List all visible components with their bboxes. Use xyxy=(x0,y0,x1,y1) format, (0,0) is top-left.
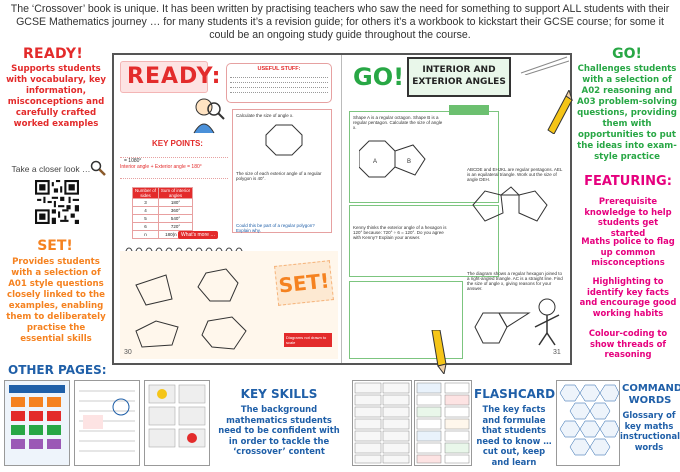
featuring-item: Prerequisite knowledge to help students … xyxy=(584,196,672,238)
table-cell: n xyxy=(132,230,159,239)
go-text: Challenges students with a selection of … xyxy=(576,64,678,162)
table-cell: 5 xyxy=(132,214,159,223)
command-words-text: Glossary of key maths instructional word… xyxy=(620,410,680,452)
key-skills-thumb[interactable] xyxy=(4,380,70,466)
featuring-heading: FEATURING: xyxy=(584,174,672,189)
table-cell: 720° xyxy=(158,222,193,231)
table-cell: 180° xyxy=(158,198,193,207)
table-header: Sum of interior angles xyxy=(158,187,193,199)
featuring-item: Colour-coding to show threads of reasoni… xyxy=(588,328,668,359)
binder-rings xyxy=(520,56,569,75)
go-q4: The diagram shows a regular hexagon join… xyxy=(467,271,563,291)
set-sticky-note: SET! xyxy=(274,260,334,306)
command-words-heading: COMMAND WORDS xyxy=(622,383,680,406)
key-points-title: KEY POINTS: xyxy=(152,139,203,148)
go-q3: Kenny thinks the exterior angle of a hex… xyxy=(353,225,447,240)
flashcards-thumb[interactable] xyxy=(352,380,412,466)
worked-q2: The size of each exterior angle of a reg… xyxy=(236,171,322,181)
right-page-number: 31 xyxy=(553,349,561,356)
flashcards-thumb-art xyxy=(416,382,470,464)
pencil-icon xyxy=(431,330,447,374)
go-question-box xyxy=(349,281,463,359)
diagram-not-to-scale-note: Diagrams not drawn to scale xyxy=(284,333,332,347)
flashcards-thumb[interactable] xyxy=(414,380,472,466)
go-hint-tag xyxy=(449,105,489,115)
topic-banner-label: INTERIOR AND EXTERIOR ANGLES xyxy=(412,65,506,87)
octagon-diagram xyxy=(265,124,303,156)
table-header: Number of sides xyxy=(132,187,159,199)
key-skills-thumb-art xyxy=(9,385,65,449)
table-cell: 3 xyxy=(132,198,159,207)
set-shapes xyxy=(135,268,247,350)
command-words-thumb[interactable] xyxy=(556,380,620,466)
go-banner-label: GO! xyxy=(353,63,405,91)
ready-text: Supports students with vocabulary, key i… xyxy=(6,64,106,129)
pentagon-pair-diagram xyxy=(472,186,548,222)
set-text: Provides students with a selection of A0… xyxy=(6,257,106,344)
whats-more-tag: What's more … xyxy=(178,231,219,239)
left-page-number: 30 xyxy=(124,349,132,356)
go-q1: Shape A is a regular octagon. Shape B is… xyxy=(353,115,443,130)
sample-page-thumb[interactable] xyxy=(74,380,140,466)
book-spread: READY: USEFUL STUFF: KEY POINTS: = 1080°… xyxy=(112,53,572,365)
left-page: READY: USEFUL STUFF: KEY POINTS: = 1080°… xyxy=(114,55,342,363)
thinking-cartoon xyxy=(534,298,560,346)
other-pages-heading: OTHER PAGES: xyxy=(8,363,107,377)
go-heading: GO! xyxy=(612,46,642,62)
flashcards-heading: FLASHCARDS xyxy=(474,387,564,401)
go-question-box xyxy=(349,111,499,203)
sample-page-thumb[interactable] xyxy=(144,380,210,466)
key-points-list: = 1080° Interior angle + Exterior angle … xyxy=(120,149,228,179)
intro-text: The ‘Crossover’ book is unique. It has b… xyxy=(10,3,670,41)
go-q2: ABCDE and EHJKL are regular pentagons. A… xyxy=(467,167,563,182)
worked-q1: Calculate the size of angle x. xyxy=(236,113,294,118)
notebook-spiral xyxy=(125,247,243,253)
ready-heading: READY! xyxy=(22,46,84,62)
table-cell: 360° xyxy=(158,206,193,215)
table-cell: 4 xyxy=(132,206,159,215)
svg-text:B: B xyxy=(407,159,411,165)
hexagon-triangle-diagram xyxy=(474,312,531,344)
key-skills-heading: KEY SKILLS xyxy=(240,387,318,401)
set-sticky-label: SET! xyxy=(277,268,331,298)
go-question-box xyxy=(349,205,499,277)
kp-exterior: Interior angle + Exterior angle = 180° xyxy=(120,164,202,170)
useful-stuff-box: USEFUL STUFF: xyxy=(226,63,332,103)
flashcards-thumb-art xyxy=(354,382,410,464)
pencil-icon xyxy=(547,90,573,134)
kp-octagon-sum: = 1080° xyxy=(124,158,142,164)
topic-banner: INTERIOR AND EXTERIOR ANGLES xyxy=(407,57,511,97)
table-cell: 540° xyxy=(158,214,193,223)
featuring-item: Maths police to flag up common misconcep… xyxy=(581,236,675,267)
worked-q3: Could this be part of a regular polygon?… xyxy=(236,223,315,233)
closer-look-label: Take a closer look … xyxy=(11,164,91,174)
worked-example-frame xyxy=(232,109,332,233)
sample-page-thumb-art xyxy=(79,390,135,452)
magnifier-icon xyxy=(90,160,106,176)
command-words-thumb-art xyxy=(559,384,620,456)
qr-code-icon[interactable] xyxy=(35,180,79,224)
useful-stuff-title: USEFUL STUFF: xyxy=(257,66,301,72)
polygon-angle-table: Number of sides Sum of interior angles 3… xyxy=(132,187,193,239)
featuring-item: Highlighting to identify key facts and e… xyxy=(579,276,677,318)
table-cell: 6 xyxy=(132,222,159,231)
ready-banner: READY: xyxy=(120,61,220,93)
looking-closer-cartoon xyxy=(193,98,225,134)
flashcards-text: The key facts and formulae that students… xyxy=(476,404,552,467)
right-page: GO! INTERIOR AND EXTERIOR ANGLES Shape A… xyxy=(343,55,570,363)
ready-banner-label: READY: xyxy=(127,64,222,89)
svg-text:A: A xyxy=(373,159,377,165)
sample-page-thumb-art xyxy=(148,384,206,448)
key-skills-text: The background mathematics students need… xyxy=(218,404,340,456)
set-heading: SET! xyxy=(37,238,73,254)
